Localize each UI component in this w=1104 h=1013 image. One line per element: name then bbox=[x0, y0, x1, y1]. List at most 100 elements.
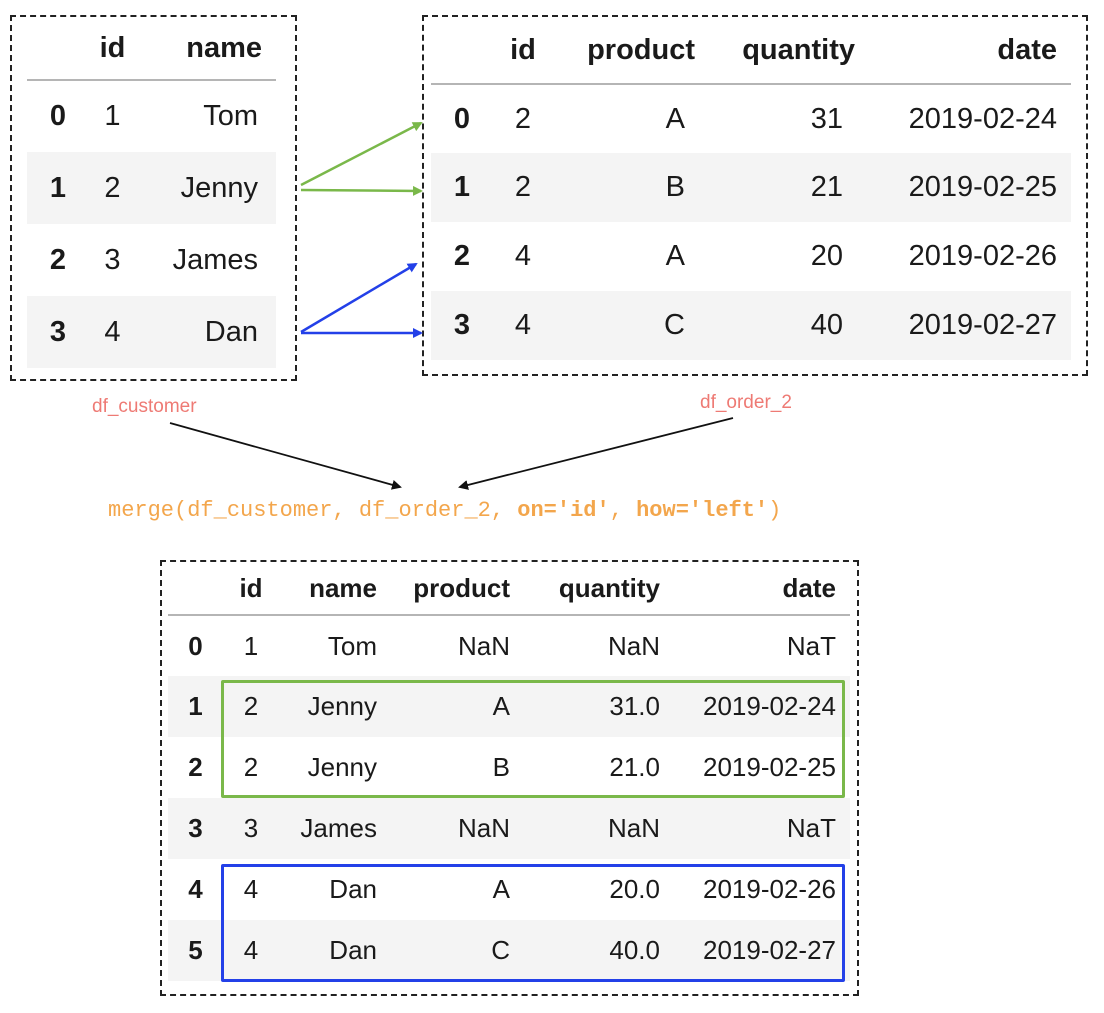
cell-quantity: 40.0 bbox=[609, 935, 660, 965]
formula-how-arg: how='left' bbox=[636, 498, 769, 523]
order-caption-arrow bbox=[458, 417, 734, 490]
row-index: 2 bbox=[188, 752, 203, 782]
cell-name: Jenny bbox=[180, 171, 258, 204]
cell-product: A bbox=[492, 874, 510, 904]
table-row: 3 4 C 40 2019-02-27 bbox=[431, 291, 1071, 360]
column-header: id bbox=[89, 17, 136, 81]
cell-id: 4 bbox=[514, 240, 532, 272]
cell-product: C bbox=[664, 309, 685, 341]
cell-product: C bbox=[491, 935, 510, 965]
index-header bbox=[431, 17, 493, 85]
result-table: id name product quantity date 0 1 Tom Na… bbox=[168, 562, 850, 981]
formula-on-arg: on='id' bbox=[517, 498, 610, 523]
row-index: 3 bbox=[453, 309, 471, 341]
cell-product: B bbox=[665, 171, 685, 203]
row-index: 0 bbox=[188, 630, 203, 661]
table-row: 2 4 A 20 2019-02-26 bbox=[431, 222, 1071, 291]
table-row: 1 2 Jenny bbox=[27, 152, 276, 224]
column-header: id bbox=[493, 17, 553, 85]
cell-id: 3 bbox=[243, 813, 259, 843]
cell-id: 1 bbox=[104, 100, 121, 132]
cell-date: 2019-02-26 bbox=[908, 240, 1057, 272]
cell-date: 2019-02-24 bbox=[908, 102, 1057, 135]
column-header: quantity bbox=[516, 562, 666, 616]
cell-id: 2 bbox=[104, 171, 121, 204]
cell-quantity: 21.0 bbox=[609, 752, 660, 782]
cell-date: 2019-02-25 bbox=[703, 752, 836, 782]
result-frame bbox=[160, 560, 859, 996]
row-index: 1 bbox=[49, 171, 67, 204]
cell-date: 2019-02-27 bbox=[703, 935, 836, 965]
cell-name: Jenny bbox=[307, 752, 377, 782]
green-highlight-box bbox=[221, 680, 845, 798]
cell-id: 1 bbox=[243, 630, 259, 661]
row-index: 3 bbox=[49, 315, 67, 348]
cell-id: 3 bbox=[104, 243, 121, 276]
row-index: 1 bbox=[188, 691, 203, 721]
cell-date: NaT bbox=[786, 630, 836, 661]
cell-id: 4 bbox=[243, 935, 259, 965]
cell-product: A bbox=[665, 102, 685, 135]
table-row: 3 4 Dan bbox=[27, 296, 276, 368]
table-row: 1 2 Jenny A 31.0 2019-02-24 bbox=[168, 676, 850, 737]
cell-name: Dan bbox=[329, 874, 377, 904]
customer-caption-arrow bbox=[169, 422, 402, 490]
index-header bbox=[27, 17, 89, 81]
green-arrow-to-order-row-1 bbox=[300, 185, 423, 196]
cell-id: 4 bbox=[514, 309, 532, 341]
cell-quantity: 31.0 bbox=[609, 691, 660, 721]
row-index: 0 bbox=[49, 100, 67, 132]
cell-quantity: 31 bbox=[810, 102, 843, 135]
row-index: 1 bbox=[453, 171, 471, 203]
column-header: id bbox=[223, 562, 279, 616]
cell-product: NaN bbox=[457, 813, 510, 843]
df-customer-header-row: id name bbox=[27, 17, 276, 81]
column-header: quantity bbox=[703, 17, 865, 85]
table-row: 2 3 James bbox=[27, 224, 276, 296]
cell-name: Tom bbox=[203, 100, 258, 132]
table-row: 4 4 Dan A 20.0 2019-02-26 bbox=[168, 859, 850, 920]
cell-product: NaN bbox=[457, 630, 510, 661]
cell-quantity: NaN bbox=[607, 630, 660, 661]
table-row: 1 2 B 21 2019-02-25 bbox=[431, 153, 1071, 222]
table-row: 2 2 Jenny B 21.0 2019-02-25 bbox=[168, 737, 850, 798]
row-index: 4 bbox=[188, 874, 203, 904]
cell-date: 2019-02-24 bbox=[703, 691, 836, 721]
df-customer-table: id name 0 1 Tom 1 2 Jenny 2 3 James 3 4 … bbox=[27, 17, 276, 368]
cell-product: B bbox=[492, 752, 510, 782]
table-row: 0 1 Tom bbox=[27, 80, 276, 152]
df-customer-caption: df_customer bbox=[92, 396, 197, 417]
row-index: 5 bbox=[188, 935, 203, 965]
cell-id: 4 bbox=[243, 874, 259, 904]
row-index: 3 bbox=[188, 813, 203, 843]
column-header: name bbox=[136, 17, 276, 81]
cell-id: 4 bbox=[104, 315, 121, 348]
formula-prefix: merge(df_customer, df_order_2, bbox=[108, 498, 518, 523]
table-row: 3 3 James NaN NaN NaT bbox=[168, 798, 850, 859]
df-order-2-table: id product quantity date 0 2 A 31 2019-0… bbox=[431, 17, 1071, 360]
cell-product: A bbox=[665, 240, 685, 272]
df-order-2-header-row: id product quantity date bbox=[431, 17, 1071, 85]
cell-date: NaT bbox=[786, 813, 836, 843]
result-header-row: id name product quantity date bbox=[168, 562, 850, 616]
cell-id: 2 bbox=[243, 752, 259, 782]
cell-name: James bbox=[300, 813, 377, 843]
df-order-2-caption: df_order_2 bbox=[700, 392, 792, 413]
merge-formula: merge(df_customer, df_order_2, on='id', … bbox=[108, 498, 781, 523]
cell-quantity: 40 bbox=[810, 309, 843, 341]
cell-name: Dan bbox=[329, 935, 377, 965]
formula-suffix: ) bbox=[768, 498, 782, 523]
cell-date: 2019-02-27 bbox=[908, 309, 1057, 341]
blue-highlight-box bbox=[221, 864, 845, 982]
cell-name: Tom bbox=[327, 630, 377, 661]
column-header: date bbox=[865, 17, 1071, 85]
row-index: 2 bbox=[453, 240, 471, 272]
cell-id: 2 bbox=[514, 102, 532, 135]
row-index: 0 bbox=[453, 102, 471, 135]
blue-arrow-to-order-row-2 bbox=[300, 262, 418, 334]
column-header: name bbox=[279, 562, 383, 616]
column-header: product bbox=[383, 562, 516, 616]
cell-name: Jenny bbox=[307, 691, 377, 721]
green-arrow-to-order-row-0 bbox=[300, 121, 423, 187]
cell-date: 2019-02-26 bbox=[703, 874, 836, 904]
